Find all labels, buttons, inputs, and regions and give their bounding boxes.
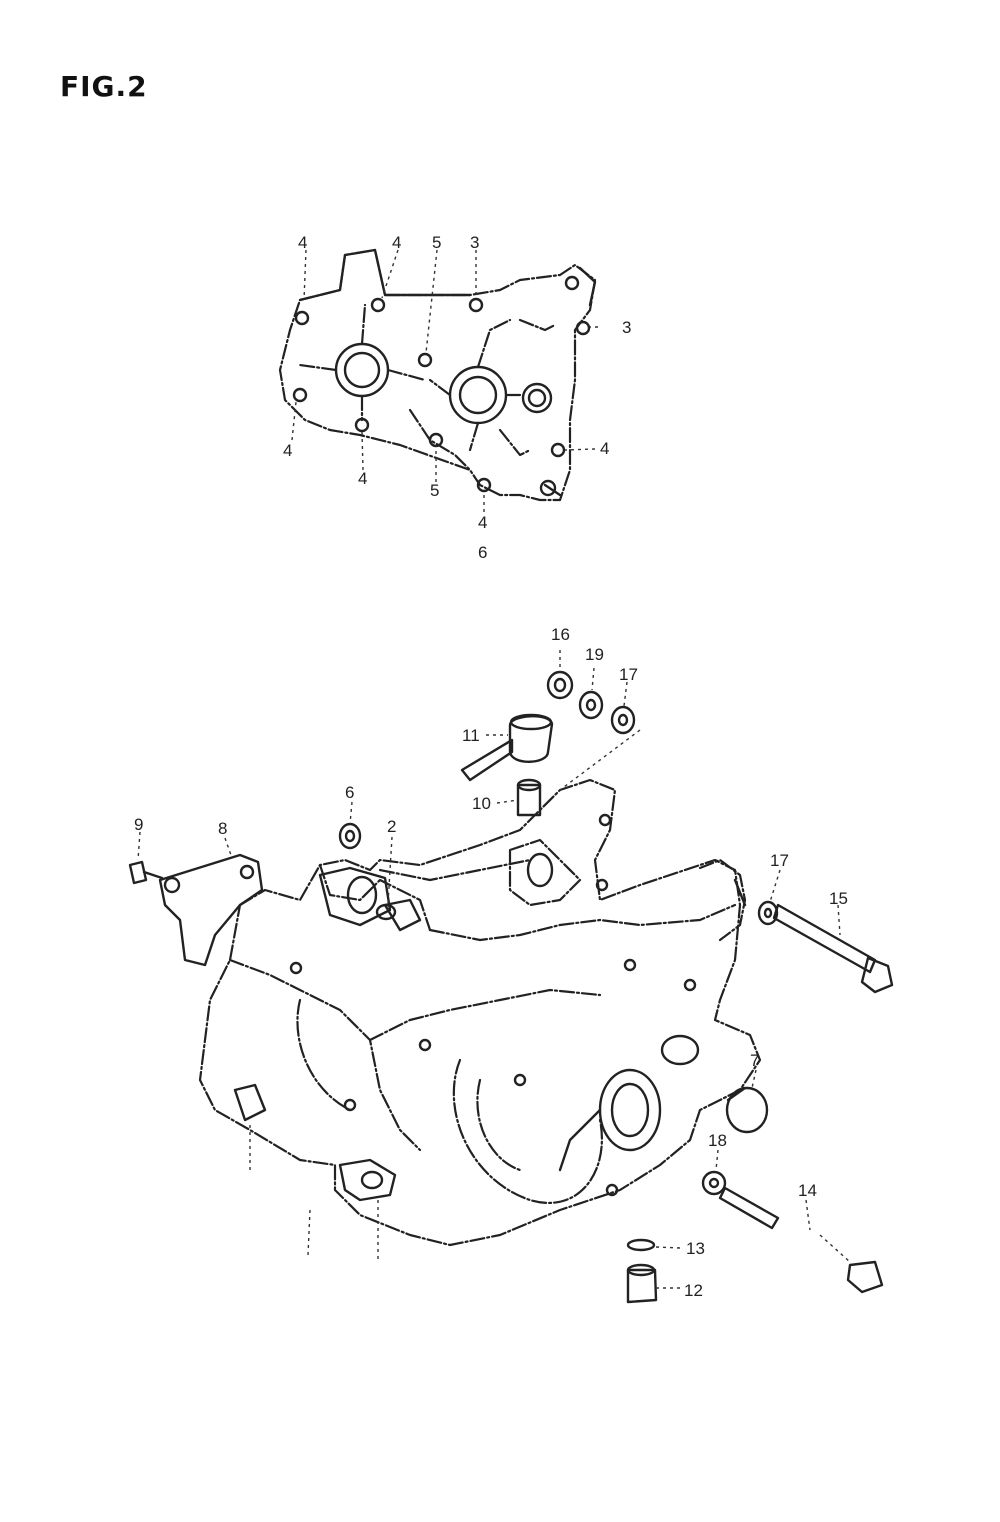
callout-label: 9 bbox=[134, 815, 143, 834]
callout-label: 12 bbox=[684, 1281, 703, 1300]
callout-label: 6 bbox=[345, 783, 354, 802]
part-cap-11 bbox=[460, 713, 554, 782]
callout-label: 5 bbox=[432, 233, 441, 252]
callout-label: 13 bbox=[686, 1239, 705, 1258]
callout-label: 4 bbox=[358, 469, 367, 488]
callout-label: 11 bbox=[462, 726, 480, 745]
callout-label: 16 bbox=[551, 625, 570, 644]
part-washer-16 bbox=[546, 670, 574, 700]
part-cover-plate-8 bbox=[158, 853, 264, 967]
part-bolt-14 bbox=[718, 1186, 884, 1294]
callout-label: 17 bbox=[770, 851, 789, 870]
callout-label: 3 bbox=[470, 233, 479, 252]
callout-label: 6 bbox=[478, 543, 487, 562]
figure-title: FIG.2 bbox=[60, 70, 148, 103]
callout-label: 4 bbox=[392, 233, 401, 252]
callout-label: 5 bbox=[430, 481, 439, 500]
callout-label: 18 bbox=[708, 1131, 727, 1150]
callout-label: 4 bbox=[298, 233, 307, 252]
callout-label: 4 bbox=[600, 439, 609, 458]
crankcase-cover-plate bbox=[278, 248, 598, 512]
callout-label: 17 bbox=[619, 665, 638, 684]
crankcase-assembly bbox=[198, 778, 762, 1247]
part-nut-6 bbox=[338, 822, 362, 850]
part-washer-17b bbox=[757, 900, 779, 926]
part-plug-7 bbox=[725, 1086, 769, 1134]
part-washer-13 bbox=[626, 1238, 656, 1252]
callout-label: 19 bbox=[585, 645, 604, 664]
callout-label: 4 bbox=[478, 513, 487, 532]
callout-label: 7 bbox=[750, 1051, 759, 1070]
part-dowel-2 bbox=[375, 903, 397, 921]
callout-label: 8 bbox=[218, 819, 227, 838]
callout-label: 2 bbox=[387, 817, 396, 836]
callout-label: 4 bbox=[283, 441, 292, 460]
part-washer-19 bbox=[578, 690, 604, 720]
part-screw-9 bbox=[128, 860, 164, 885]
callout-label: 10 bbox=[472, 794, 491, 813]
part-plug-12 bbox=[626, 1263, 658, 1304]
part-pin-10 bbox=[516, 778, 542, 817]
part-washer-17a bbox=[610, 705, 636, 735]
callout-label: 3 bbox=[622, 318, 631, 337]
callout-label: 15 bbox=[829, 889, 848, 908]
part-bolt-15 bbox=[772, 903, 894, 994]
callout-label: 14 bbox=[798, 1181, 817, 1200]
part-washer-18 bbox=[701, 1170, 727, 1196]
